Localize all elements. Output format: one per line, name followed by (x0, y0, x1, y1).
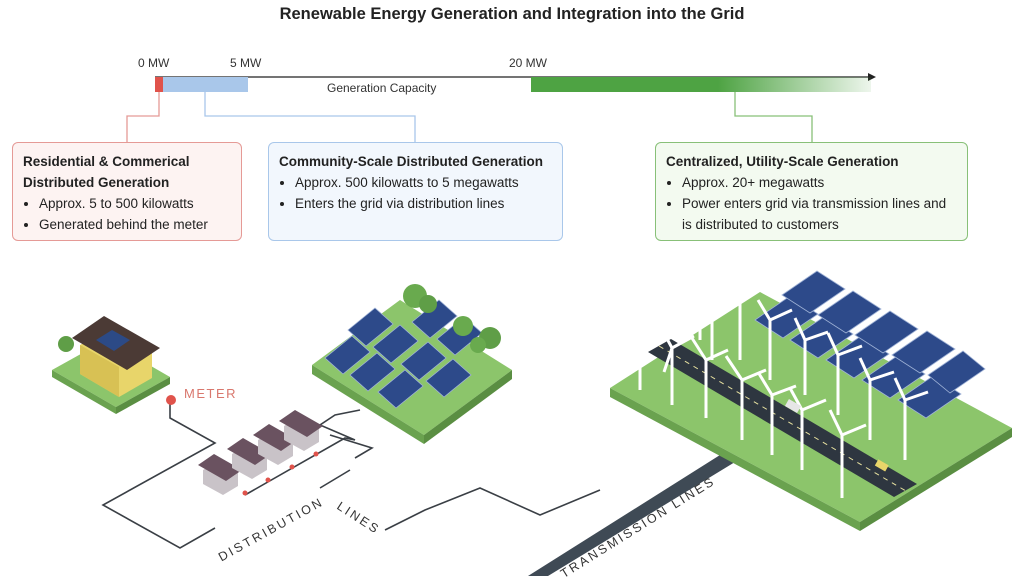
residential-bullet: Generated behind the meter (39, 214, 231, 235)
distribution-wiring (101, 400, 601, 549)
tick-20mw: 20 MW (509, 56, 548, 70)
community-bullet: Approx. 500 kilowatts to 5 megawatts (295, 172, 552, 193)
utility-bullet: Approx. 20+ megawatts (682, 172, 957, 193)
meter-label: METER (184, 386, 237, 401)
residential-info-box: Residential & Commerical Distributed Gen… (12, 142, 242, 241)
diagram-title: Renewable Energy Generation and Integrat… (279, 5, 745, 23)
transmission-line (528, 455, 735, 576)
tick-0mw: 0 MW (138, 56, 170, 70)
tick-5mw: 5 MW (230, 56, 262, 70)
community-connector (204, 92, 416, 143)
community-info-box: Community-Scale Distributed Generation A… (268, 142, 563, 241)
residential-range-bar (155, 77, 163, 92)
residential-connector (126, 92, 160, 143)
utility-box-title: Centralized, Utility-Scale Generation (666, 154, 899, 169)
utility-range-bar (531, 77, 871, 92)
meter-dot (166, 395, 176, 405)
distribution-houses (198, 410, 323, 496)
community-bullet: Enters the grid via distribution lines (295, 193, 552, 214)
utility-info-box: Centralized, Utility-Scale Generation Ap… (655, 142, 968, 241)
residential-house (52, 316, 170, 414)
utility-bullet: Power enters grid via transmission lines… (682, 193, 957, 235)
residential-bullet: Approx. 5 to 500 kilowatts (39, 193, 231, 214)
residential-box-title: Residential & Commerical Distributed Gen… (23, 154, 190, 190)
scale-label: Generation Capacity (327, 81, 437, 95)
community-range-bar (163, 77, 248, 92)
utility-connector (734, 92, 813, 143)
capacity-axis (155, 73, 876, 92)
community-solar (312, 284, 512, 444)
community-box-title: Community-Scale Distributed Generation (279, 154, 544, 169)
utility-scale-farm (610, 254, 1012, 531)
